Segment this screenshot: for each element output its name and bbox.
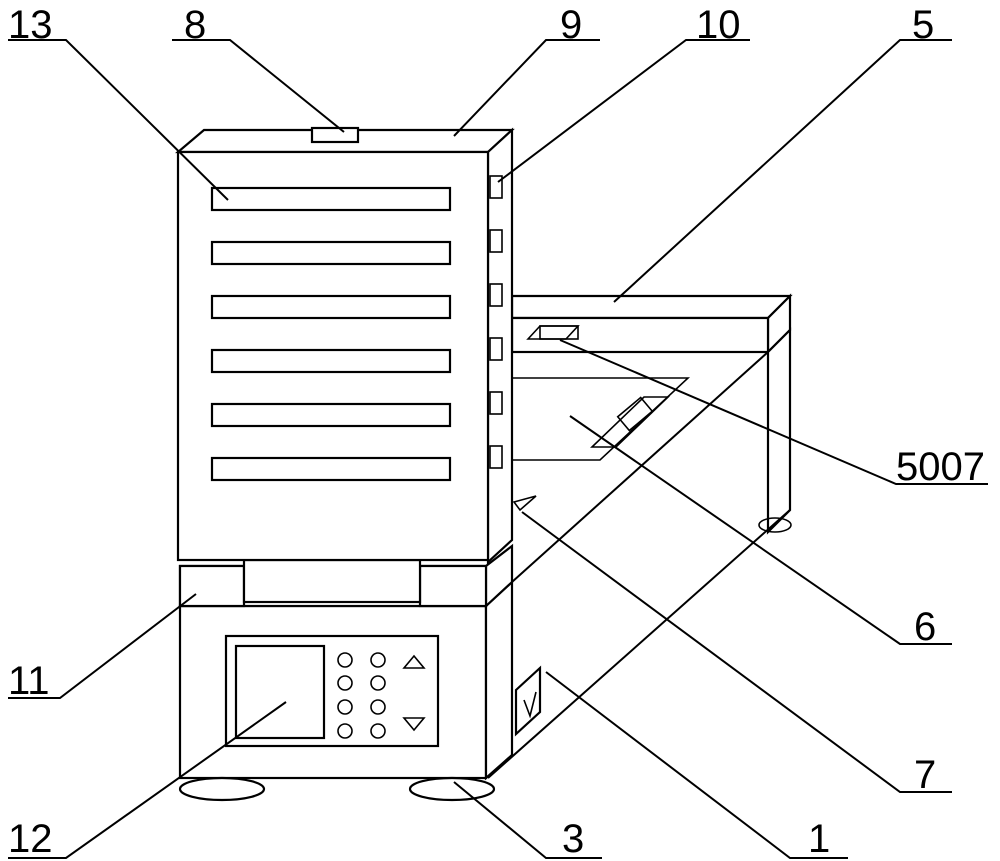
display-screen [234,644,326,740]
callout-13: 13 [8,3,53,47]
callout-10: 10 [696,3,741,47]
side-slots [489,175,503,469]
callout-labels: 13 8 9 10 5 5007 6 11 7 12 3 1 [8,3,985,861]
callout-3: 3 [562,817,584,861]
callout-1: 1 [808,817,830,861]
callout-8: 8 [184,3,206,47]
callout-6: 6 [914,605,936,649]
callout-12: 12 [8,817,53,861]
foot-right [408,776,496,802]
tower [174,126,515,565]
foot-left [178,776,266,802]
drawer-slots [210,186,452,482]
callout-11: 11 [8,659,50,703]
callout-9: 9 [560,3,582,47]
clip-7 [512,495,537,512]
power-switch [514,665,542,737]
callout-7: 7 [914,753,936,797]
up-arrow-icon [402,654,426,669]
down-arrow-icon [402,717,426,732]
keypad-buttons [337,652,386,739]
tray-assembly [487,293,793,779]
base-housing [178,579,542,802]
handle-8 [310,126,360,144]
callout-5: 5 [912,3,934,47]
callout-5007: 5007 [896,445,985,489]
leader-lines [8,39,988,859]
middle-rim [178,543,514,609]
